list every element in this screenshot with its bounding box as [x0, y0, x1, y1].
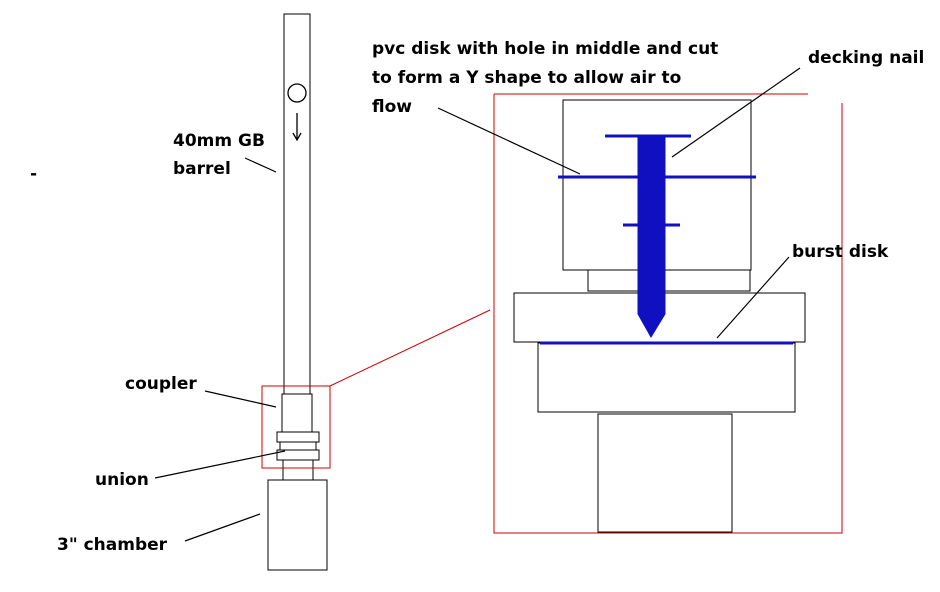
projectile-circle-icon	[287, 83, 307, 103]
detail-highlight-box	[261, 385, 331, 469]
stray-dash-mark: -	[30, 164, 37, 184]
barrel-label-line1: 40mm GB	[173, 131, 265, 151]
union-ring-top	[276, 431, 320, 443]
chamber-leader-line	[184, 513, 261, 542]
barrel-tube	[283, 13, 311, 395]
decking-nail-shaft	[637, 137, 666, 338]
detail-chamber-neck	[597, 413, 733, 533]
detail-union-bottom	[537, 342, 796, 413]
detail-callout-line	[329, 309, 491, 387]
burst-disk-leader-line	[716, 256, 790, 339]
chamber-label: 3" chamber	[57, 535, 168, 555]
burst-disk-label: burst disk	[792, 242, 889, 262]
pvc-label-line2: to form a Y shape to allow air to	[372, 68, 681, 88]
decking-nail-leader-line	[671, 67, 801, 158]
union-leader-line	[154, 450, 286, 479]
decking-nail-label: decking nail	[808, 48, 924, 68]
union-ring-mid	[279, 441, 317, 451]
pvc-label-line3: flow	[372, 97, 412, 117]
barrel-leader-line	[244, 157, 277, 173]
direction-arrow-down-icon	[292, 113, 302, 142]
coupler-leader-line	[204, 390, 277, 408]
chamber-body	[267, 479, 328, 571]
union-label: union	[95, 470, 149, 490]
coupler-body	[281, 393, 313, 433]
pvc-leader-line	[437, 107, 581, 175]
barrel-label-line2: barrel	[173, 159, 231, 179]
coupler-label: coupler	[125, 374, 197, 394]
detail-frame-body	[493, 94, 843, 534]
union-neck	[282, 459, 314, 481]
detail-coupler-lip	[587, 269, 751, 292]
pvc-label-line1: pvc disk with hole in middle and cut	[372, 39, 718, 59]
